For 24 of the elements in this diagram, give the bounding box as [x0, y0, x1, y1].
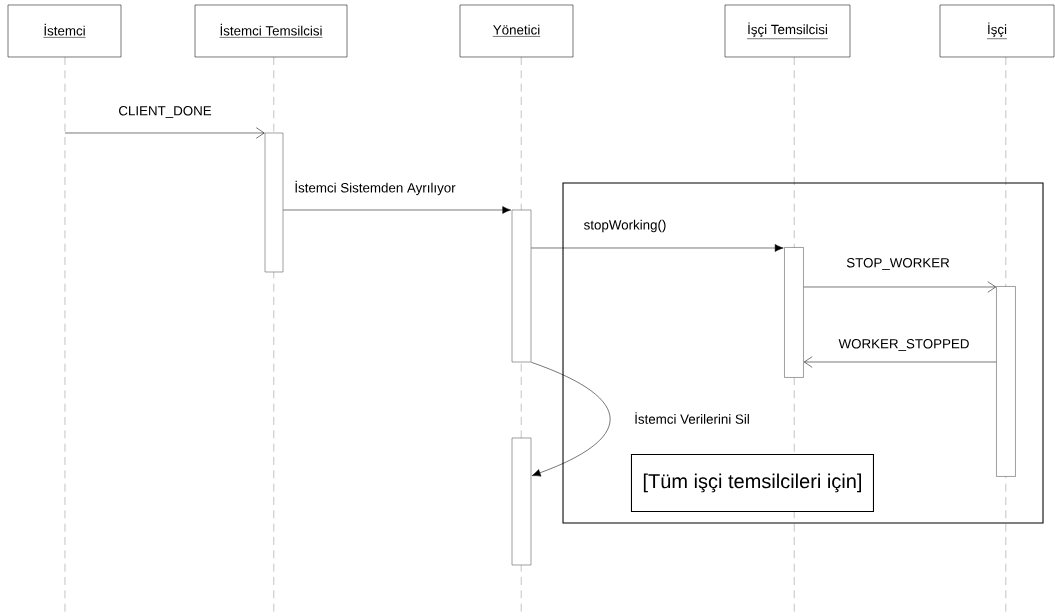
activation-bar [996, 286, 1016, 477]
message-arrow [283, 206, 512, 214]
message-label: İstemci Verilerini Sil [632, 410, 752, 426]
message-arrow [803, 281, 996, 293]
activation-bar [511, 437, 532, 566]
message-arrow [531, 244, 784, 252]
message-arrow [531, 362, 611, 477]
message-label: CLIENT_DONE [117, 104, 213, 120]
activation-bar [784, 247, 804, 378]
loop-frame [562, 182, 1044, 524]
message-arrow [803, 356, 997, 368]
guard-box: [Tüm işçi temsilcileri için] [630, 453, 874, 512]
lifeline-header: Yönetici [459, 4, 574, 58]
lifeline-header: İstemci Temsilcisi [194, 4, 348, 58]
activation-bar [264, 132, 284, 273]
message-label: İstemci Sistemden Ayrılıyor [293, 179, 457, 197]
lifeline-header: İstemci [7, 4, 122, 58]
message-label: WORKER_STOPPED [837, 337, 971, 353]
activation-bar [511, 209, 532, 363]
lifeline-header: İşçi [939, 4, 1055, 58]
lifeline-header: İşçi Temsilcisi [724, 4, 851, 58]
message-arrow [64, 127, 265, 139]
message-label: stopWorking() [582, 218, 668, 234]
message-label: STOP_WORKER [844, 256, 952, 272]
